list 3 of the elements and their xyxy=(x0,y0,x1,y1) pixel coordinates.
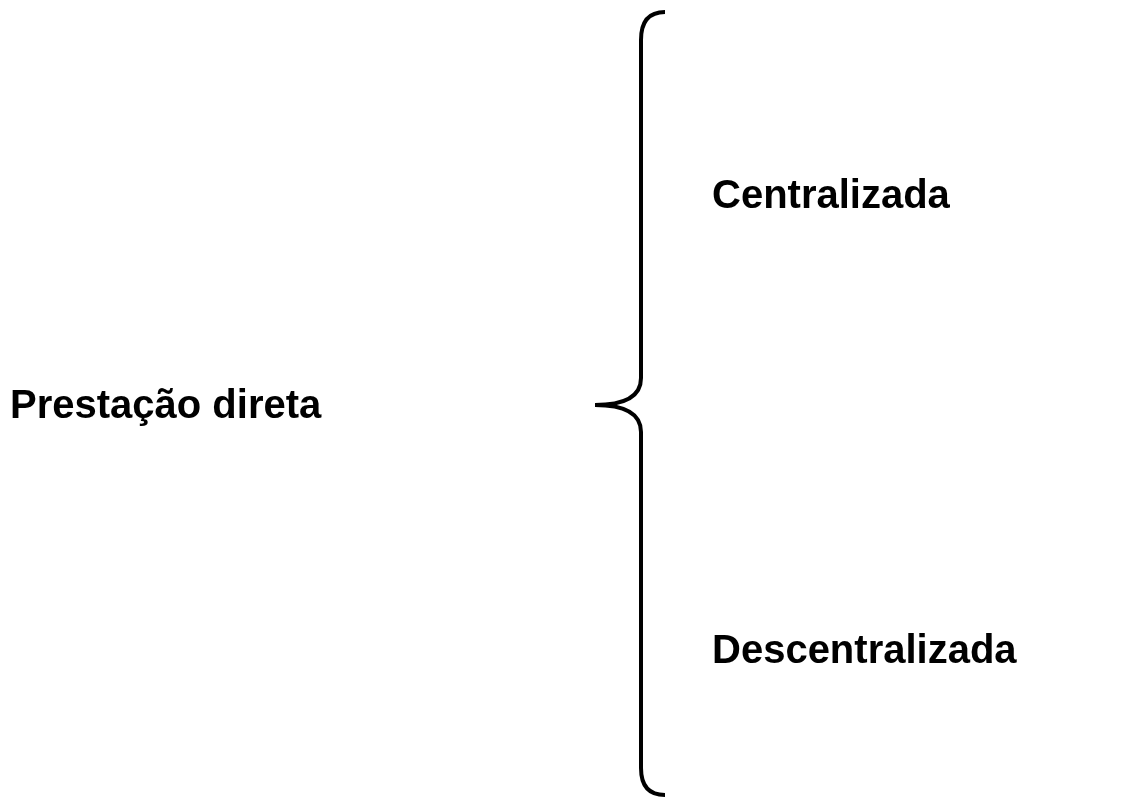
category-label: Descentralizada xyxy=(712,626,1017,673)
category-label: Centralizada xyxy=(712,171,950,218)
heading-label: Prestação direta xyxy=(10,381,322,428)
